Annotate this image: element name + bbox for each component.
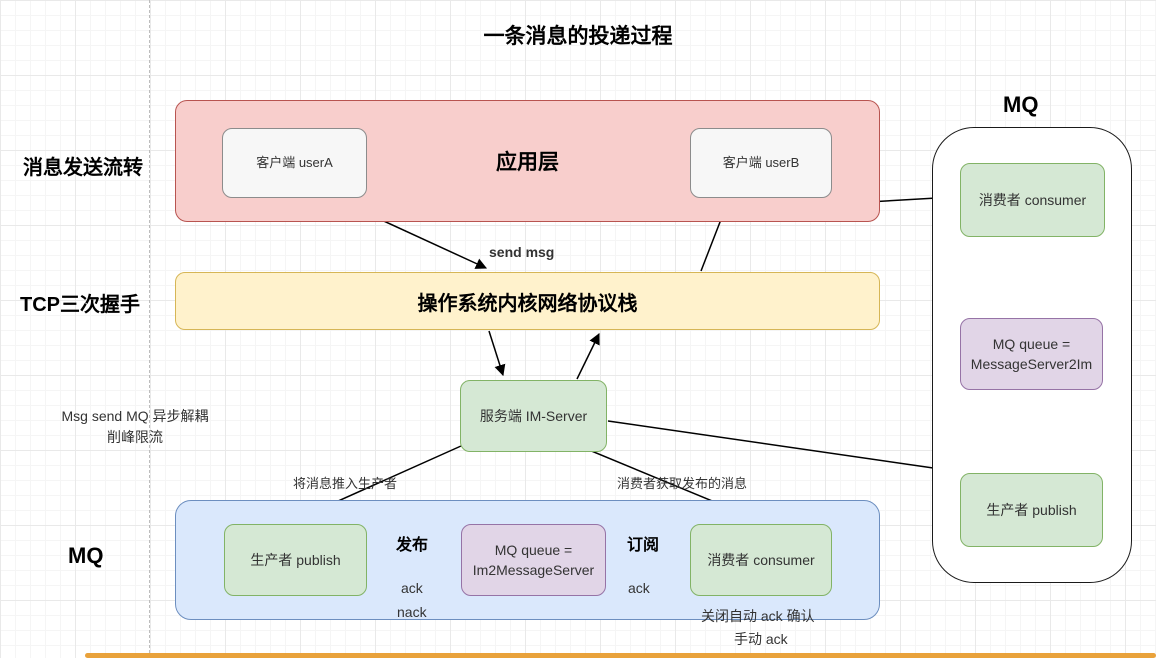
protocol-stack-title: 操作系统内核网络协议栈 (417, 292, 638, 315)
app-layer-title: 应用层 (496, 151, 559, 174)
node-protocol-stack[interactable]: 操作系统内核网络协议栈 (175, 272, 880, 330)
node-im-server[interactable]: 服务端 IM-Server (460, 380, 607, 452)
label-message-flow: 消息发送流转 (23, 157, 143, 179)
horizontal-scrollbar[interactable] (85, 653, 1156, 658)
label-tcp-handshake: TCP三次握手 (20, 294, 140, 316)
label-subscribe: 订阅 (627, 537, 660, 554)
node-left-producer[interactable]: 生产者 publish (224, 524, 367, 596)
label-push-to-producer: 将消息推入生产者 (293, 476, 398, 491)
node-right-consumer[interactable]: 消费者 consumer (960, 163, 1105, 237)
label-ack-consumer: ack (628, 580, 650, 596)
diagram-title: 一条消息的投递过程 (483, 25, 673, 48)
node-left-consumer[interactable]: 消费者 consumer (690, 524, 832, 596)
label-publish: 发布 (396, 537, 429, 554)
page-break-dashed-line (149, 0, 150, 658)
node-client-usera[interactable]: 客户端 userA (222, 128, 367, 198)
node-client-userb[interactable]: 客户端 userB (690, 128, 832, 198)
label-mq-left: MQ (68, 543, 104, 568)
label-nack: nack (397, 604, 427, 620)
label-close-auto-ack: 关闭自动 ack 确认 (701, 608, 815, 624)
arrow-stack-to-imserver (488, 330, 506, 377)
label-mq-note: Msg send MQ 异步解耦 削峰限流 (61, 408, 209, 445)
arrow-imserver-to-stack (576, 332, 600, 380)
label-consumer-fetch: 消费者获取发布的消息 (617, 476, 748, 491)
label-mq-right-title: MQ (1003, 92, 1039, 117)
label-ack-producer: ack (401, 580, 423, 596)
label-send-msg: send msg (489, 244, 555, 260)
node-left-queue[interactable]: MQ queue = Im2MessageServer (461, 524, 606, 596)
node-right-producer[interactable]: 生产者 publish (960, 473, 1103, 547)
label-manual-ack: 手动 ack (734, 631, 788, 647)
arrow-imserver-to-right-producer (607, 420, 956, 476)
node-right-queue[interactable]: MQ queue = MessageServer2Im (960, 318, 1103, 390)
